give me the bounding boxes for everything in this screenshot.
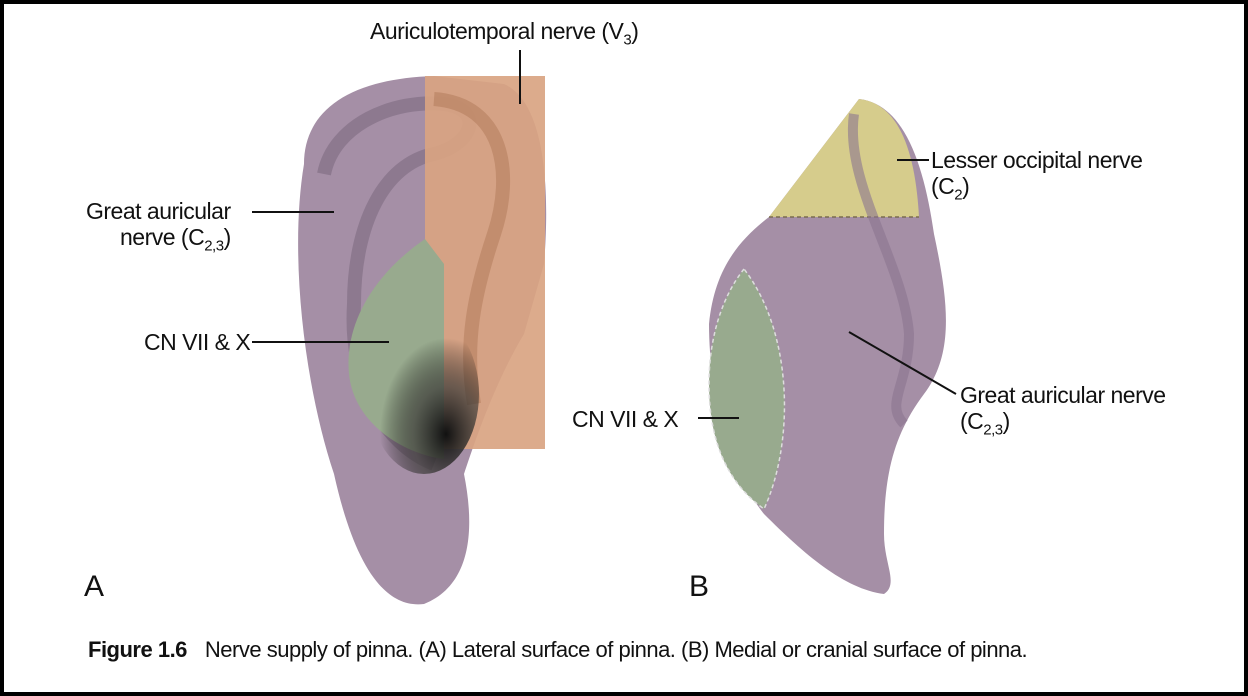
ear-a-orange-fold: [433, 92, 511, 406]
label-line2: (C: [931, 173, 955, 199]
cn-region-b: [708, 267, 786, 511]
lesser-occipital-region: [769, 99, 919, 217]
label-sub: 2: [954, 186, 963, 204]
figure-caption: Figure 1.6 Nerve supply of pinna. (A) Lat…: [88, 637, 1028, 663]
label-text: Auriculotemporal nerve (V: [370, 18, 624, 44]
label-close: ): [962, 173, 970, 199]
label-lesser-occipital: Lesser occipital nerve(C2): [931, 147, 1143, 209]
label-great-auricular-b: Great auricular nerve(C2,3): [960, 382, 1166, 444]
ear-b-fold: [847, 113, 915, 428]
caption-label: Figure 1.6: [88, 637, 187, 662]
label-line2: nerve (C: [120, 224, 205, 250]
label-auriculotemporal: Auriculotemporal nerve (V3): [370, 18, 639, 54]
panel-letter-a: A: [84, 570, 105, 603]
ear-illustrations: [252, 50, 957, 605]
label-cn-a: CN VII & X: [144, 329, 251, 355]
label-line2: (C: [960, 408, 984, 434]
label-close: ): [223, 224, 232, 250]
panel-letter-b: B: [689, 570, 710, 603]
label-line1: Great auricular: [86, 198, 231, 224]
label-sub: 2,3: [204, 237, 224, 255]
label-close: ): [1002, 408, 1011, 434]
caption-text: Nerve supply of pinna. (A) Lateral surfa…: [204, 637, 1028, 662]
label-sub: 3: [623, 31, 632, 49]
label-line1: Great auricular nerve: [960, 382, 1166, 408]
label-line1: Lesser occipital nerve: [931, 147, 1143, 173]
label-sub: 2,3: [983, 421, 1003, 439]
label-close: ): [631, 18, 639, 44]
label-cn-b: CN VII & X: [572, 406, 679, 432]
conch-shadow: [369, 314, 479, 474]
